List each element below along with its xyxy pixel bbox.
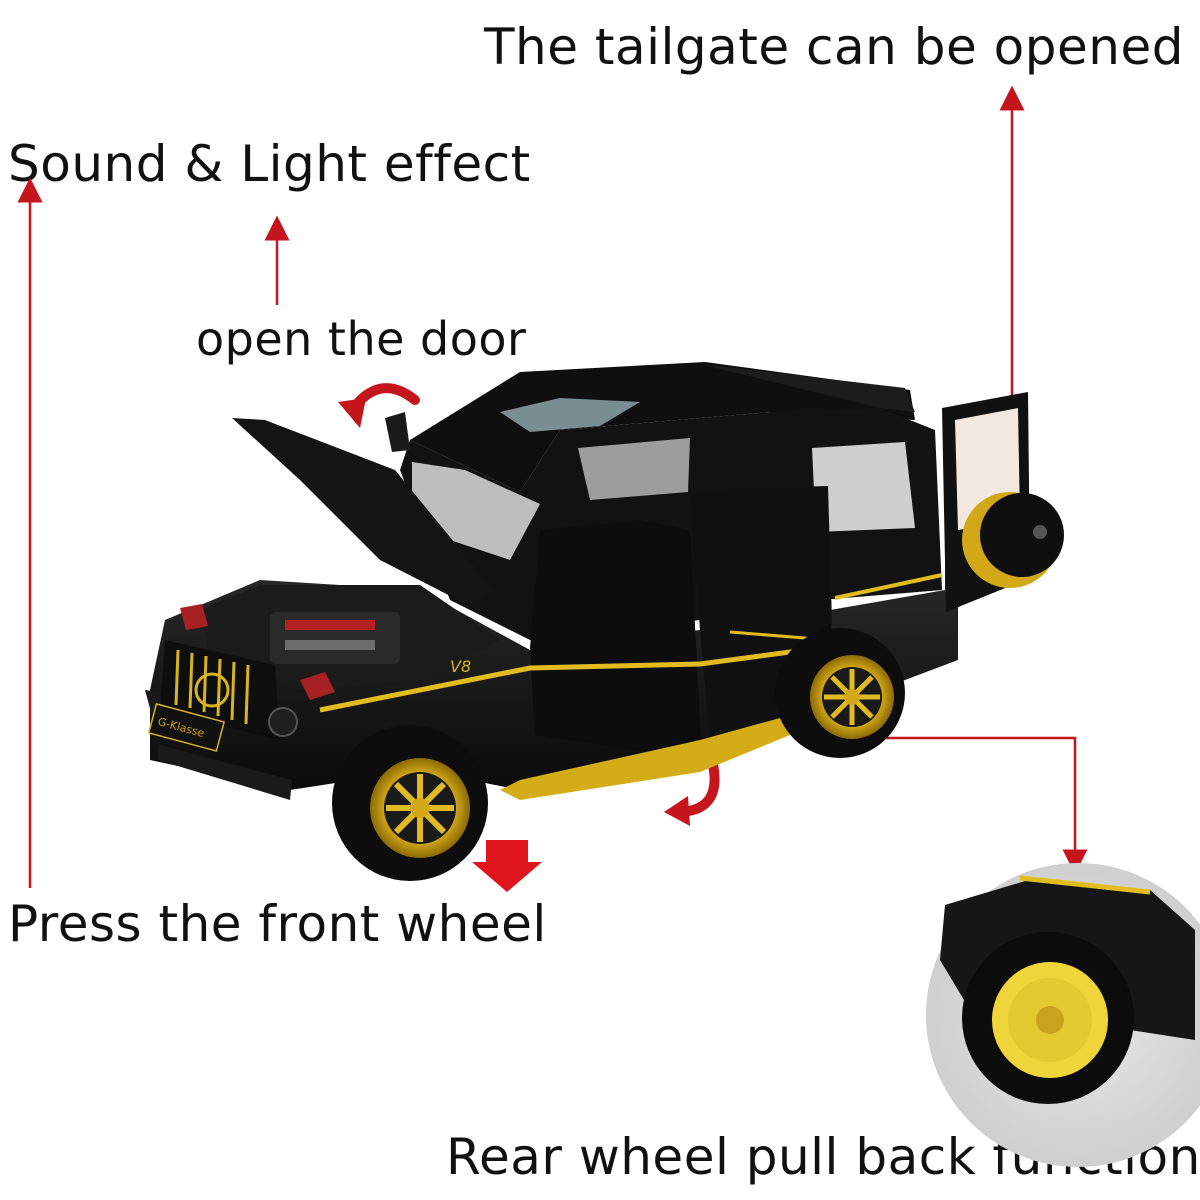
tailgate-label: The tailgate can be opened	[484, 18, 1184, 76]
curved-arrow-icon	[664, 755, 720, 826]
v8-badge: V8	[450, 657, 471, 676]
pointer-arrow-icon	[882, 736, 1088, 875]
open-door-label: open the door	[196, 312, 527, 366]
down-arrow-icon	[472, 840, 542, 892]
rear-wheel-zoom	[926, 863, 1200, 1167]
rear-wheel	[775, 628, 905, 758]
press-front-wheel-label: Press the front wheel	[8, 895, 547, 953]
front-wheel	[332, 725, 488, 881]
sound-light-label: Sound & Light effect	[8, 135, 531, 193]
curved-arrow-icon	[338, 383, 420, 428]
toy-car: G-Klasse V8	[145, 362, 1064, 881]
